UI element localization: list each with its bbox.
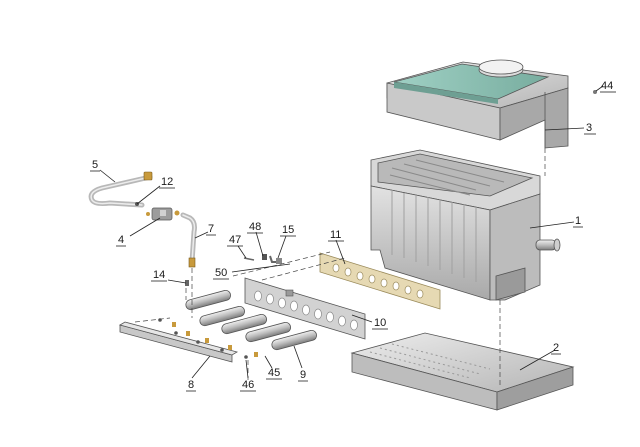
label-part-47: 47: [229, 234, 241, 246]
manifold-bar-part: [118, 321, 239, 363]
gas-valve-4-part: [146, 207, 180, 221]
label-part-50: 50: [215, 267, 227, 279]
leader-lines: [99, 85, 604, 379]
burner-plate-part: [244, 277, 366, 340]
screw-48-part: [262, 254, 267, 260]
label-part-10: 10: [374, 317, 386, 329]
part-labels: 3 44 1 2 10 11 9 45 46 8 14 7 4 12 5 47: [90, 80, 616, 392]
electrode-15-part: [269, 255, 282, 264]
heat-exchanger-part: [370, 149, 561, 301]
connector-14-part: [185, 280, 189, 286]
label-part-8: 8: [188, 379, 194, 391]
label-part-9: 9: [300, 369, 306, 381]
burner-tubes-part: [185, 289, 318, 351]
assembly-lines: [134, 148, 546, 385]
flue-hood-part: [386, 59, 569, 149]
burner-tube: [185, 289, 232, 311]
label-part-45: 45: [268, 367, 280, 379]
burner-tube: [199, 305, 246, 327]
label-part-14: 14: [153, 269, 165, 281]
label-part-11: 11: [330, 229, 341, 241]
exchanger-fins: [389, 159, 505, 196]
label-part-4: 4: [118, 234, 124, 246]
screw-47-part: [243, 257, 255, 261]
label-part-1: 1: [575, 215, 581, 227]
label-part-48: 48: [249, 221, 261, 233]
label-part-44: 44: [601, 80, 613, 92]
burner-tube: [245, 321, 292, 343]
label-part-12: 12: [161, 176, 173, 188]
gas-pipe-5-part: [88, 171, 153, 208]
gas-pipe-7-part: [180, 212, 197, 268]
label-part-3: 3: [586, 122, 592, 134]
label-part-5: 5: [92, 159, 98, 171]
injectors-part: [158, 318, 258, 359]
burner-tube: [271, 329, 318, 351]
label-part-46: 46: [242, 379, 254, 391]
label-part-2: 2: [553, 342, 559, 354]
base-tray-part: [350, 332, 575, 411]
brass-plate-part: [319, 252, 441, 310]
label-part-15: 15: [282, 224, 294, 236]
burner-tube: [221, 313, 268, 335]
bracket-50-part: [285, 289, 294, 297]
label-part-7: 7: [208, 223, 214, 235]
